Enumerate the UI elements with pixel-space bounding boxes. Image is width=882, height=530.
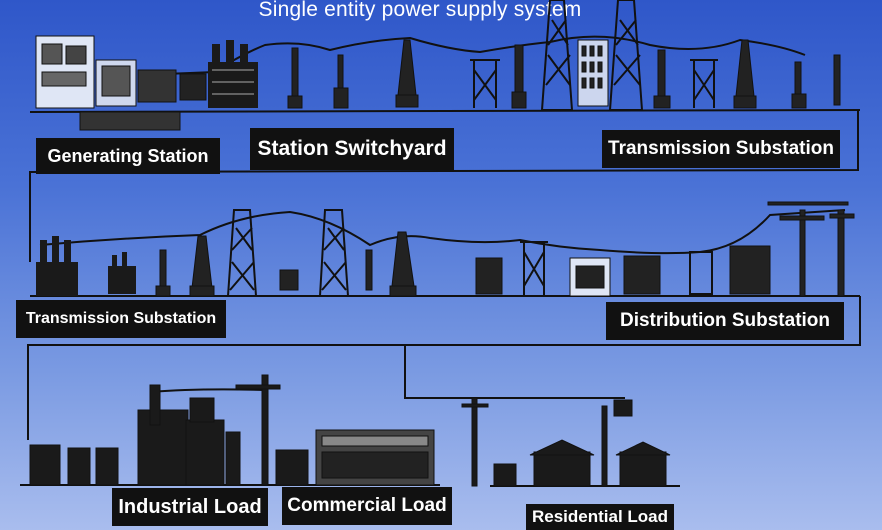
transmission-tower-top-1 [540,0,574,111]
residential-load-icon [461,397,671,487]
label-transmission-substation-mid: Transmission Substation [16,300,226,338]
mid-switchgear [155,235,215,297]
label-commercial-load: Commercial Load [282,487,452,525]
mid-substation-equipment [279,231,771,297]
distribution-poles [767,201,855,297]
gen-to-switchyard-wire [139,35,806,76]
label-station-switchyard: Station Switchyard [250,128,454,170]
transmission-tower-top-2 [608,0,644,111]
mid-to-load-feeder [27,296,861,440]
industrial-load-icon [29,374,281,486]
commercial-load-icon [275,429,435,486]
transmission-substation-mid-transformer [36,236,136,296]
generating-station-icon [35,35,207,131]
label-transmission-substation-top: Transmission Substation [602,130,840,168]
mid-aerial-wire [39,209,846,255]
industrial-wire [149,388,266,393]
residential-feeder [404,345,625,399]
label-generating-station: Generating Station [36,138,220,174]
switchyard-transformer-icon [208,40,258,108]
switchyard-equipment [287,39,527,109]
diagram-title: Single entity power supply system [258,0,582,21]
mid-transmission-towers [226,209,350,297]
top-to-mid-feeder [29,110,859,262]
label-residential-load: Residential Load [526,504,674,530]
transmission-substation-top-equipment [577,39,841,109]
label-distribution-substation: Distribution Substation [606,302,844,340]
label-industrial-load: Industrial Load [112,488,268,526]
